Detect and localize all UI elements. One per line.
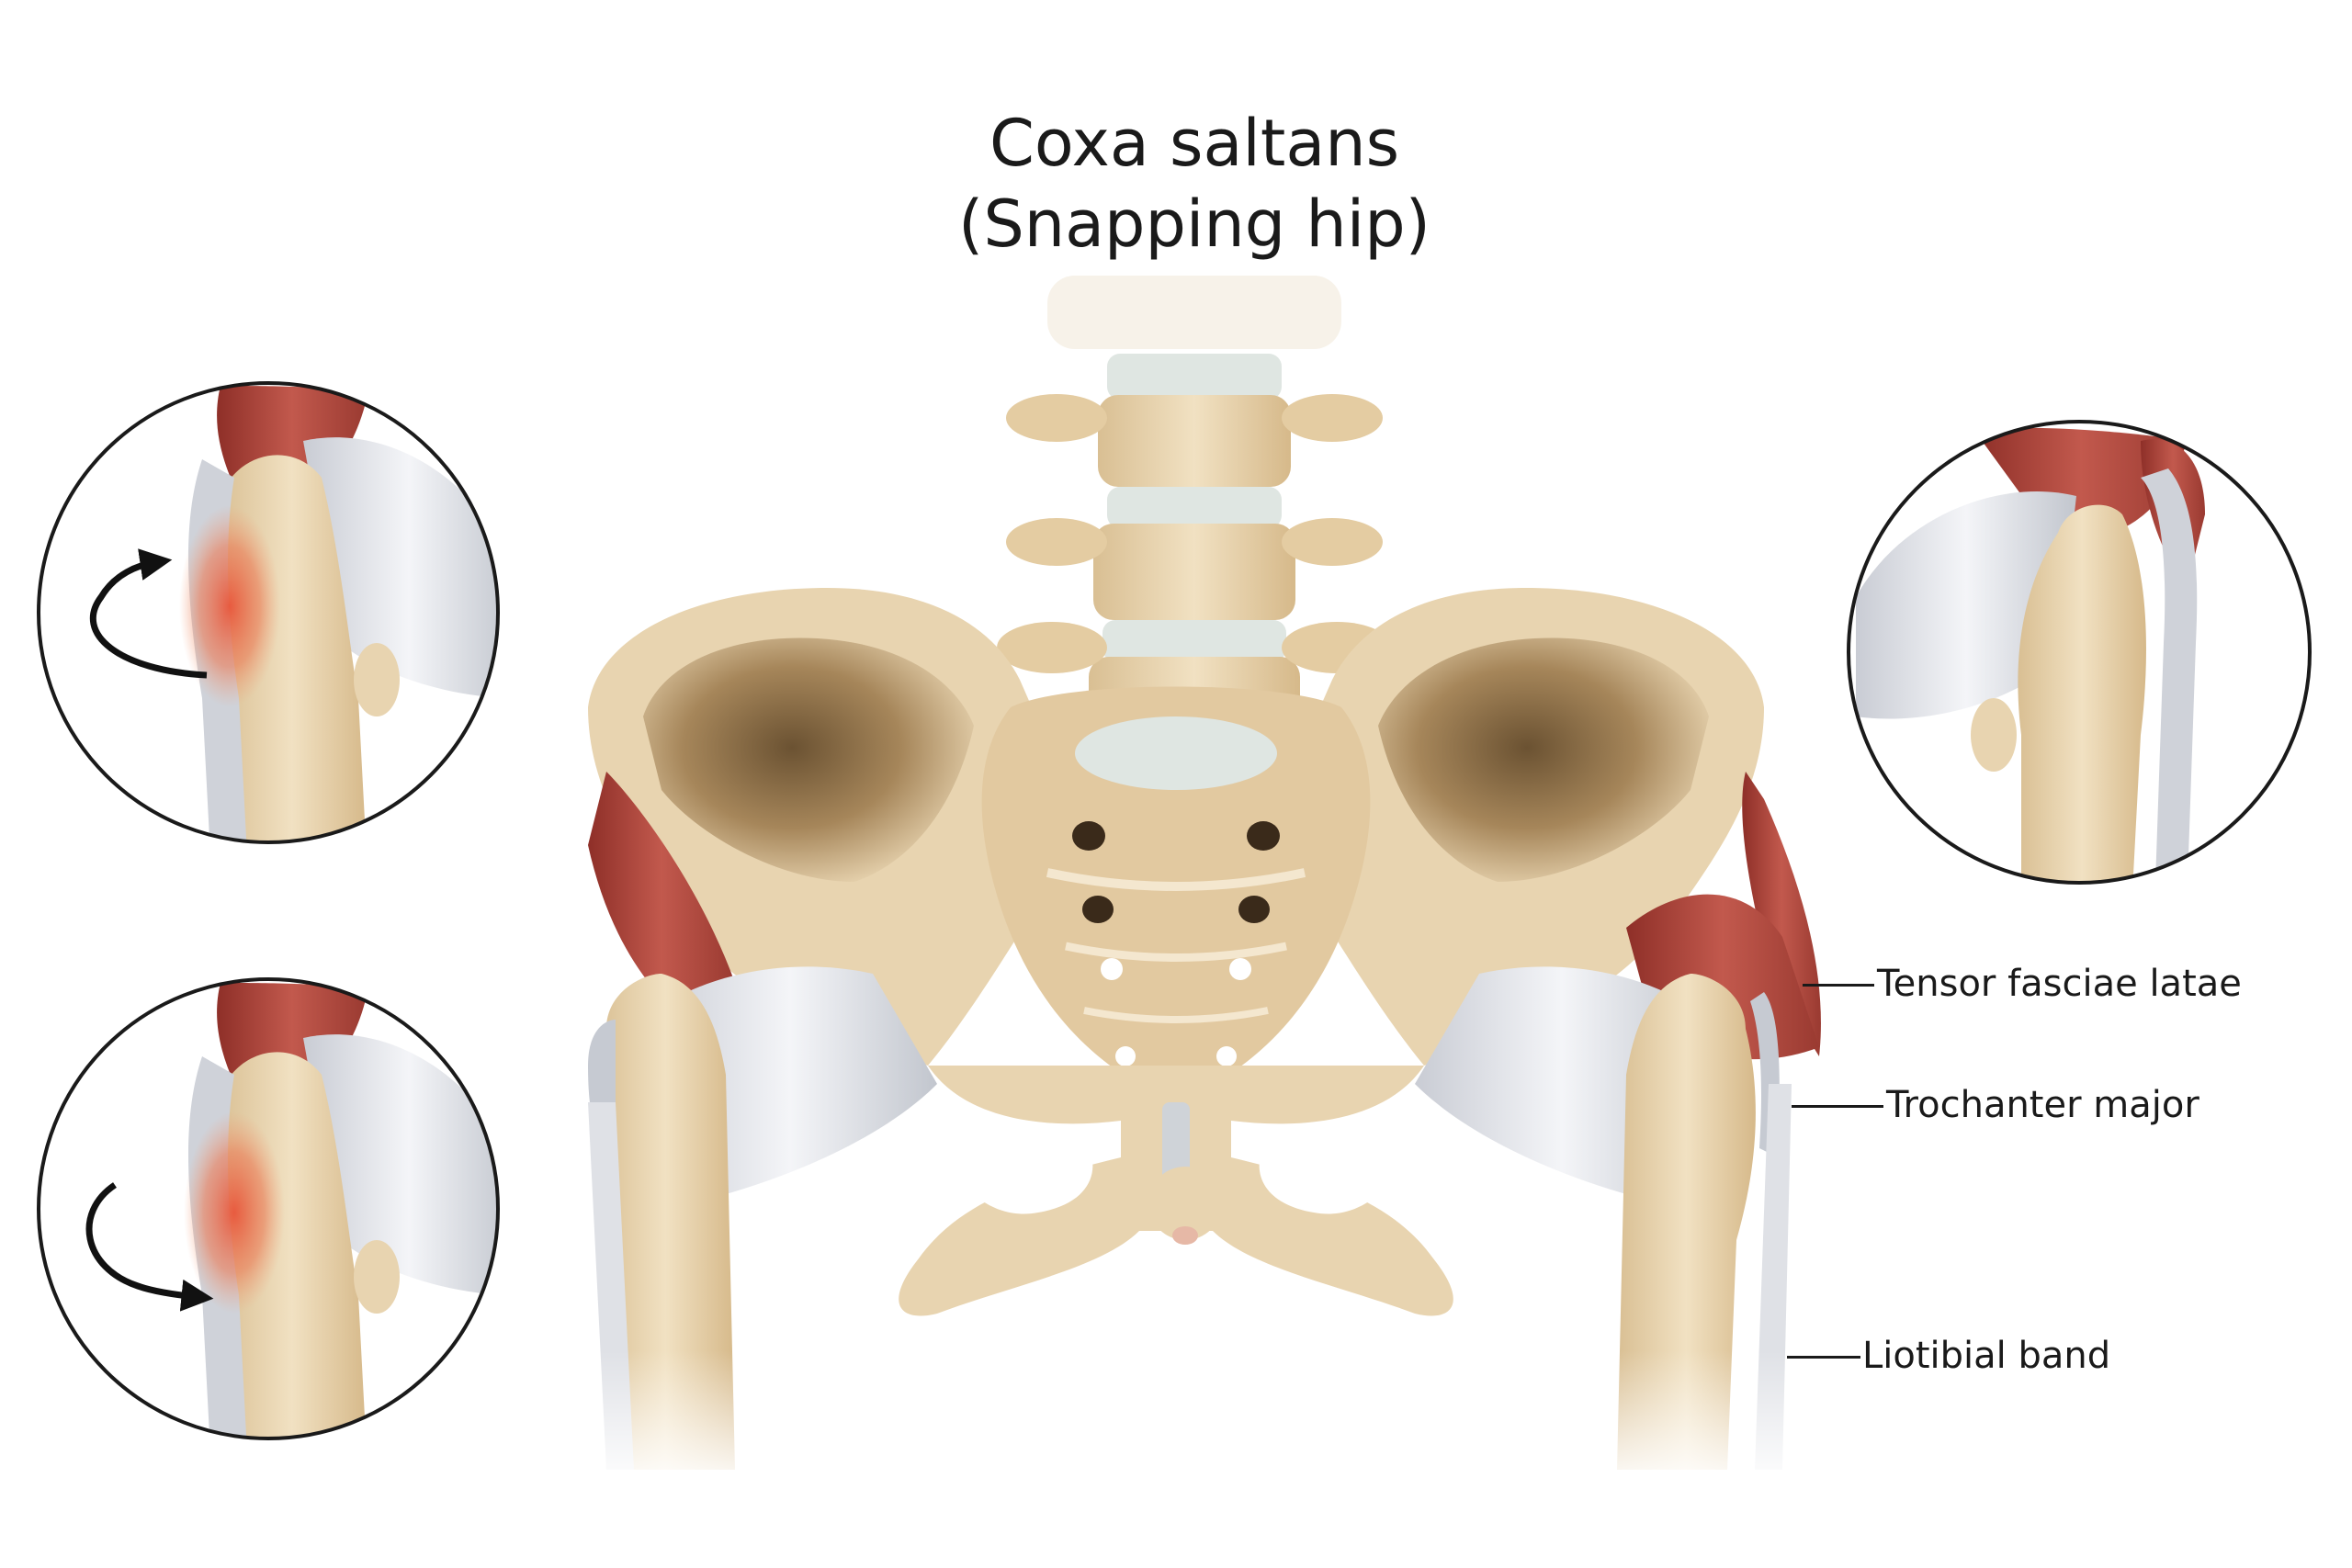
curved-arrow-down-icon: [85, 1182, 214, 1312]
title-line-2: (Snapping hip): [958, 186, 1430, 262]
label-iliotibial-band: Liotibial band: [1862, 1335, 2111, 1377]
left-hip-joint: [588, 772, 937, 1470]
diagram-title: Coxa saltans (Snapping hip): [808, 103, 1580, 265]
inset-right: [1847, 420, 2312, 885]
inset-top-left: [37, 381, 500, 844]
leader-iliotibial: [1787, 1356, 1860, 1359]
inset-bottom-left: [37, 977, 500, 1440]
title-line-1: Coxa saltans: [989, 106, 1400, 181]
curved-arrow-up-icon: [89, 548, 208, 679]
leader-tensor: [1803, 984, 1874, 987]
leader-trochanter: [1792, 1105, 1883, 1108]
pelvis: [588, 588, 1764, 1316]
label-tensor-fasciae-latae: Tensor fasciae latae: [1877, 963, 2242, 1005]
label-trochanter-major: Trochanter major: [1886, 1084, 2199, 1126]
